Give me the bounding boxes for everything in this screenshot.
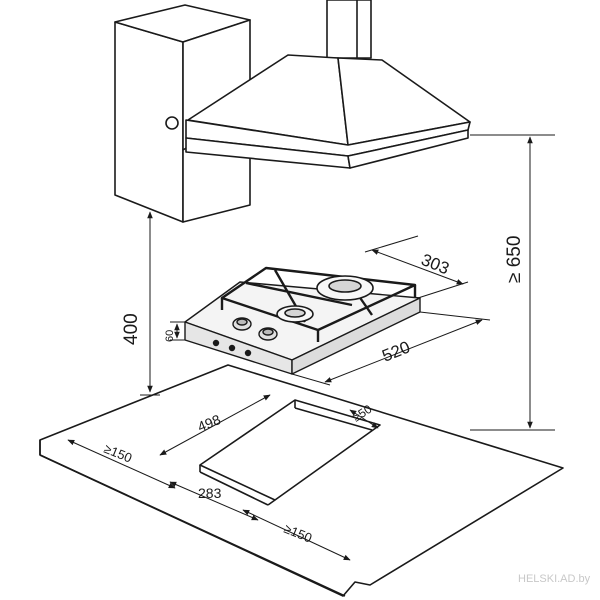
control-knob-left	[232, 317, 252, 331]
watermark: HELSKI.AD.by	[518, 573, 591, 585]
dim-label-303: 303	[419, 250, 452, 278]
burner-large	[316, 275, 374, 301]
burner-small	[276, 305, 314, 323]
dim-label-283: 283	[198, 485, 222, 501]
chimney-hood	[185, 0, 471, 169]
dim-label-520: 520	[379, 337, 412, 365]
dim-label-650: ≥ 650	[504, 236, 525, 283]
indicator-icon	[228, 344, 236, 352]
indicator-icon	[212, 339, 220, 347]
cabinet-knob-icon	[165, 116, 179, 130]
dim-label-400: 400	[121, 313, 142, 345]
countertop	[39, 364, 564, 597]
dim-label-60: 60	[164, 330, 176, 342]
dimension-lines	[67, 134, 555, 561]
indicator-icon	[244, 349, 252, 357]
control-knob-right	[258, 327, 278, 341]
